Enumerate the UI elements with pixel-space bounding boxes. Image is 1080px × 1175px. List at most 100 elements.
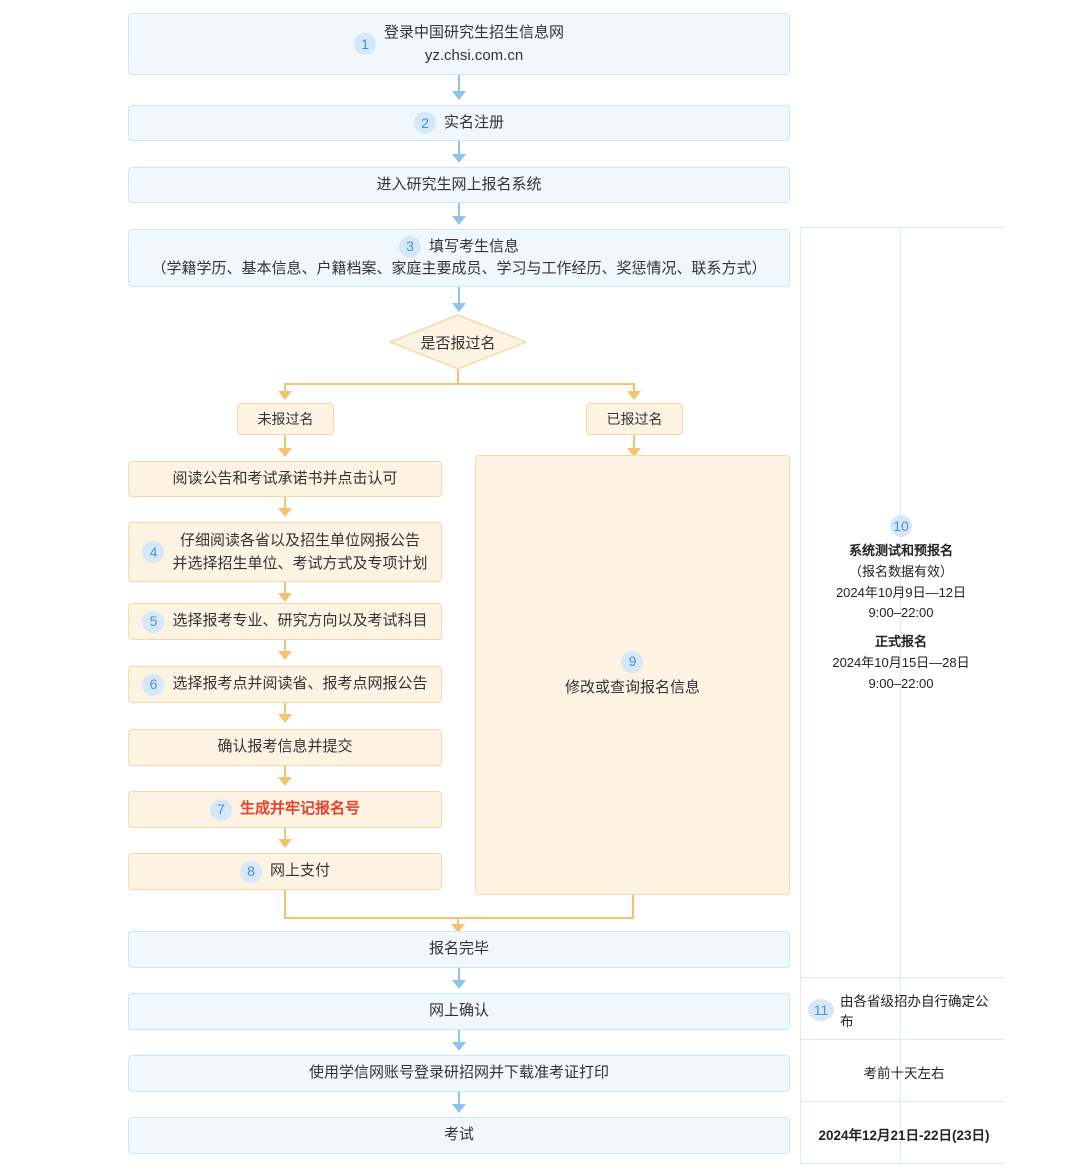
connector-b2-b3 [458,1092,460,1108]
connector-split-left [284,383,286,395]
node-step-3[interactable]: 3 填写考生信息 （学籍学历、基本信息、户籍档案、家庭主要成员、学习与工作经历、… [128,229,790,287]
arrow-branch-right [627,391,641,400]
step-3-badge: 3 [398,235,421,258]
arrow-3-4 [452,216,466,225]
node-decision-registered-before[interactable]: 是否报过名 [389,314,527,370]
connector-left-merge [284,890,286,918]
diamond-shape-icon [389,314,527,370]
node-read-announcement[interactable]: 阅读公告和考试承诺书并点击认可 [128,461,442,497]
step-1-line-1: 登录中国研究生招生信息网 [383,23,564,41]
enter-system-label: 进入研究生网上报名系统 [376,175,542,193]
step-1-line-2: yz.chsi.com.cn [424,47,524,64]
node-step-1[interactable]: 1 登录中国研究生招生信息网 yz.chsi.com.cn [128,13,790,75]
branch-left-label: 未报过名 [257,410,314,427]
arrow-right-down [627,448,641,457]
arrow-l4-l5 [278,777,292,786]
arrow-1-2 [452,91,466,100]
connector-split-horizontal [285,383,635,385]
step-8-badge: 8 [239,860,262,883]
arrow-l2-l3 [278,651,292,660]
node-enter-system[interactable]: 进入研究生网上报名系统 [128,167,790,203]
arrow-l3-l4 [278,714,292,723]
bottom-1-label: 网上确认 [428,1002,489,1020]
arrow-l1-l2 [278,593,292,602]
panel-rule-left-edge [800,227,801,1163]
connector-right-down [633,435,635,452]
panel-rule-vertical-c [900,1101,901,1163]
left-step-4-label: 确认报考信息并提交 [217,738,353,756]
connector-right-merge [632,895,634,918]
connector-left-down [284,435,286,452]
node-download-admission-card[interactable]: 使用学信网账号登录研招网并下载准考证打印 [128,1055,790,1092]
step-4-line-1: 仔细阅读各省以及招生单位网报公告 [179,531,420,549]
step-5-badge: 5 [142,610,165,633]
node-confirm-submit[interactable]: 确认报考信息并提交 [128,729,442,766]
connector-3-4 [458,203,460,221]
step-1-badge: 1 [353,33,376,55]
step-2-label: 实名注册 [443,113,504,131]
panel-rule-2 [800,1039,1005,1040]
bottom-2-label: 使用学信网账号登录研招网并下载准考证打印 [308,1064,609,1082]
branch-right-label: 已报过名 [606,410,663,427]
arrow-step3-decision [452,303,466,312]
schedule-time-1: 9:00–22:00 [868,605,934,621]
annotation-admission-card-text: 考前十天左右 [863,1066,945,1081]
step-3-line-1: 填写考生信息 [428,237,519,255]
node-branch-not-registered[interactable]: 未报过名 [237,403,334,435]
node-step-8[interactable]: 8 网上支付 [128,853,442,890]
node-registration-complete[interactable]: 报名完毕 [128,931,790,968]
arrow-branch-left [278,391,292,400]
connector-l4-l5 [284,766,286,781]
connector-merge-down [457,917,459,927]
left-step-0-label: 阅读公告和考试承诺书并点击认可 [172,469,398,487]
connector-1-2 [458,75,460,95]
connector-l2-l3 [284,640,286,655]
arrow-b1-b2 [452,1042,466,1051]
node-step-2[interactable]: 2 实名注册 [128,105,790,141]
panel-rule-vertical-upper [900,227,901,977]
node-step-9[interactable]: 9 修改或查询报名信息 [475,455,790,895]
connector-b0-b1 [458,968,460,984]
schedule-time-2: 9:00–22:00 [868,675,934,691]
schedule-title-1: 系统测试和预报名 [848,543,953,558]
annotation-schedule: 10 系统测试和预报名 （报名数据有效） 2024年10月9日—12日 9:00… [808,515,994,695]
node-step-4[interactable]: 4 仔细阅读各省以及招生单位网报公告 并选择招生单位、考试方式及专项计划 [128,522,442,582]
step-9-label: 修改或查询报名信息 [564,678,700,696]
connector-2-3 [458,141,460,159]
annotation-exam-date-text: 2024年12月21日-22日(23日) [818,1128,990,1143]
annotation-exam-date: 2024年12月21日-22日(23日) [806,1122,1002,1146]
arrow-2-3 [452,154,466,163]
step-7-label: 生成并牢记报名号 [239,800,360,818]
connector-decision-split [457,370,459,384]
step-9-badge: 9 [621,650,644,673]
arrow-l0-l1 [278,508,292,517]
step-4-badge: 4 [142,541,165,563]
connector-step3-decision [458,287,460,307]
bottom-0-label: 报名完毕 [428,940,489,958]
connector-l0-l1 [284,497,286,512]
connector-l5-l6 [284,828,286,843]
connector-l3-l4 [284,703,286,718]
schedule-note-1: （报名数据有效） [848,563,953,579]
connector-l1-l2 [284,582,286,597]
panel-rule-vertical-a [900,977,901,1039]
panel-rule-1 [800,977,1005,978]
panel-rule-vertical-b [900,1039,901,1101]
arrow-b0-b1 [452,980,466,989]
step-8-label: 网上支付 [269,862,330,880]
node-branch-already-registered[interactable]: 已报过名 [586,403,683,435]
node-online-confirmation[interactable]: 网上确认 [128,993,790,1030]
node-exam[interactable]: 考试 [128,1117,790,1154]
step-6-badge: 6 [142,673,165,696]
step-6-label: 选择报考点并阅读省、报考点网报公告 [172,675,428,693]
step-2-badge: 2 [413,112,436,134]
node-step-6[interactable]: 6 选择报考点并阅读省、报考点网报公告 [128,666,442,703]
annotation-confirm-text: 由各省级招办自行确定公布 [840,994,989,1029]
node-step-5[interactable]: 5 选择报考专业、研究方向以及考试科目 [128,603,442,640]
node-step-7[interactable]: 7 生成并牢记报名号 [128,791,442,828]
connector-b1-b2 [458,1030,460,1046]
arrow-merge-down [451,924,465,933]
annotation-11-badge: 11 [808,999,834,1021]
arrow-b2-b3 [452,1104,466,1113]
step-3-line-2: （学籍学历、基本信息、户籍档案、家庭主要成员、学习与工作经历、奖惩情况、联系方式… [151,260,767,277]
